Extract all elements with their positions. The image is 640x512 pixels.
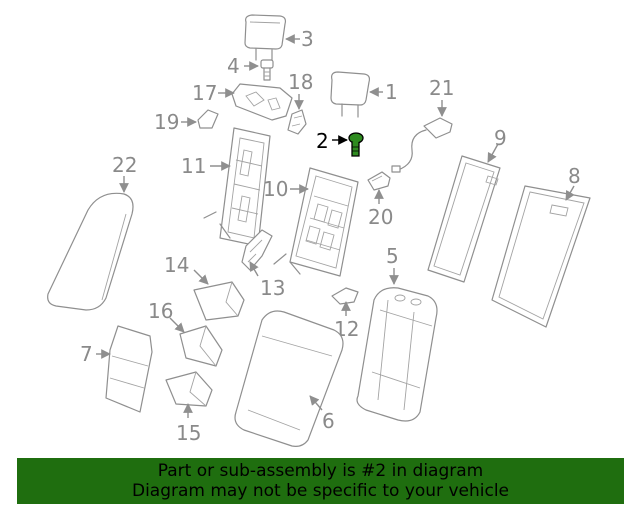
part-9-panel[interactable]	[427, 155, 501, 283]
svg-text:10: 10	[263, 177, 288, 201]
svg-text:13: 13	[260, 276, 285, 300]
svg-text:3: 3	[301, 27, 314, 51]
callout-10: 10	[263, 177, 309, 201]
svg-text:4: 4	[227, 54, 240, 78]
callout-13: 13	[249, 261, 285, 300]
svg-text:16: 16	[148, 299, 173, 323]
part-22-bolster[interactable]	[47, 192, 134, 311]
part-13-hinge[interactable]	[241, 229, 273, 271]
parts-diagram: 3 4 17 18 19 1	[47, 14, 591, 447]
part-5-seat[interactable]	[356, 287, 438, 422]
part-1-headrest[interactable]	[330, 71, 371, 118]
callout-18: 18	[288, 70, 313, 110]
part-21-cable[interactable]	[391, 117, 453, 173]
callout-21: 21	[429, 76, 454, 117]
callout-11: 11	[181, 154, 231, 178]
notice-banner: Part or sub-assembly is #2 in diagram Di…	[17, 458, 624, 504]
part-2-bolt[interactable]	[348, 132, 364, 157]
callout-20: 20	[368, 189, 393, 229]
callout-15: 15	[176, 403, 201, 445]
part-14-pad[interactable]	[193, 281, 245, 321]
callout-22: 22	[112, 153, 137, 193]
callout-14: 14	[164, 253, 209, 285]
svg-text:17: 17	[192, 81, 217, 105]
callout-17: 17	[192, 81, 235, 105]
part-6-cushion[interactable]	[234, 310, 344, 447]
svg-text:7: 7	[80, 342, 93, 366]
part-18-bracket[interactable]	[287, 109, 307, 135]
svg-text:11: 11	[181, 154, 206, 178]
svg-text:14: 14	[164, 253, 189, 277]
svg-text:22: 22	[112, 153, 137, 177]
callout-9: 9	[487, 126, 507, 163]
callout-1: 1	[369, 80, 398, 104]
svg-text:1: 1	[385, 80, 398, 104]
callout-5: 5	[386, 244, 399, 285]
svg-text:21: 21	[429, 76, 454, 100]
part-20-latch[interactable]	[367, 171, 391, 191]
svg-text:20: 20	[368, 205, 393, 229]
callout-16: 16	[148, 299, 185, 333]
part-11-frame[interactable]	[203, 127, 271, 247]
callout-4: 4	[227, 54, 259, 78]
svg-text:9: 9	[494, 126, 507, 150]
callout-2: 2	[316, 129, 348, 153]
callout-19: 19	[154, 110, 197, 134]
part-4-bolt[interactable]	[260, 59, 274, 81]
notice-line-1: Part or sub-assembly is #2 in diagram	[157, 461, 484, 481]
notice-line-2: Diagram may not be specific to your vehi…	[131, 481, 509, 501]
part-3-headrest[interactable]	[244, 14, 287, 62]
part-15-block[interactable]	[165, 371, 213, 407]
part-19-clip[interactable]	[197, 109, 219, 129]
callout-6: 6	[309, 395, 335, 433]
svg-text:5: 5	[386, 244, 399, 268]
part-7-panel[interactable]	[105, 325, 153, 413]
svg-text:15: 15	[176, 421, 201, 445]
svg-text:6: 6	[322, 409, 335, 433]
callout-7: 7	[80, 342, 111, 366]
part-12-bracket[interactable]	[331, 287, 359, 305]
svg-text:8: 8	[568, 164, 581, 188]
part-8-board[interactable]	[491, 185, 591, 328]
callout-12: 12	[334, 301, 359, 341]
svg-text:18: 18	[288, 70, 313, 94]
part-16-block[interactable]	[179, 325, 223, 367]
svg-text:2: 2	[316, 129, 329, 153]
part-17-trim[interactable]	[231, 83, 293, 121]
callout-8: 8	[565, 164, 581, 201]
callout-3: 3	[285, 27, 314, 51]
svg-text:19: 19	[154, 110, 179, 134]
part-10-frame[interactable]	[273, 167, 359, 277]
